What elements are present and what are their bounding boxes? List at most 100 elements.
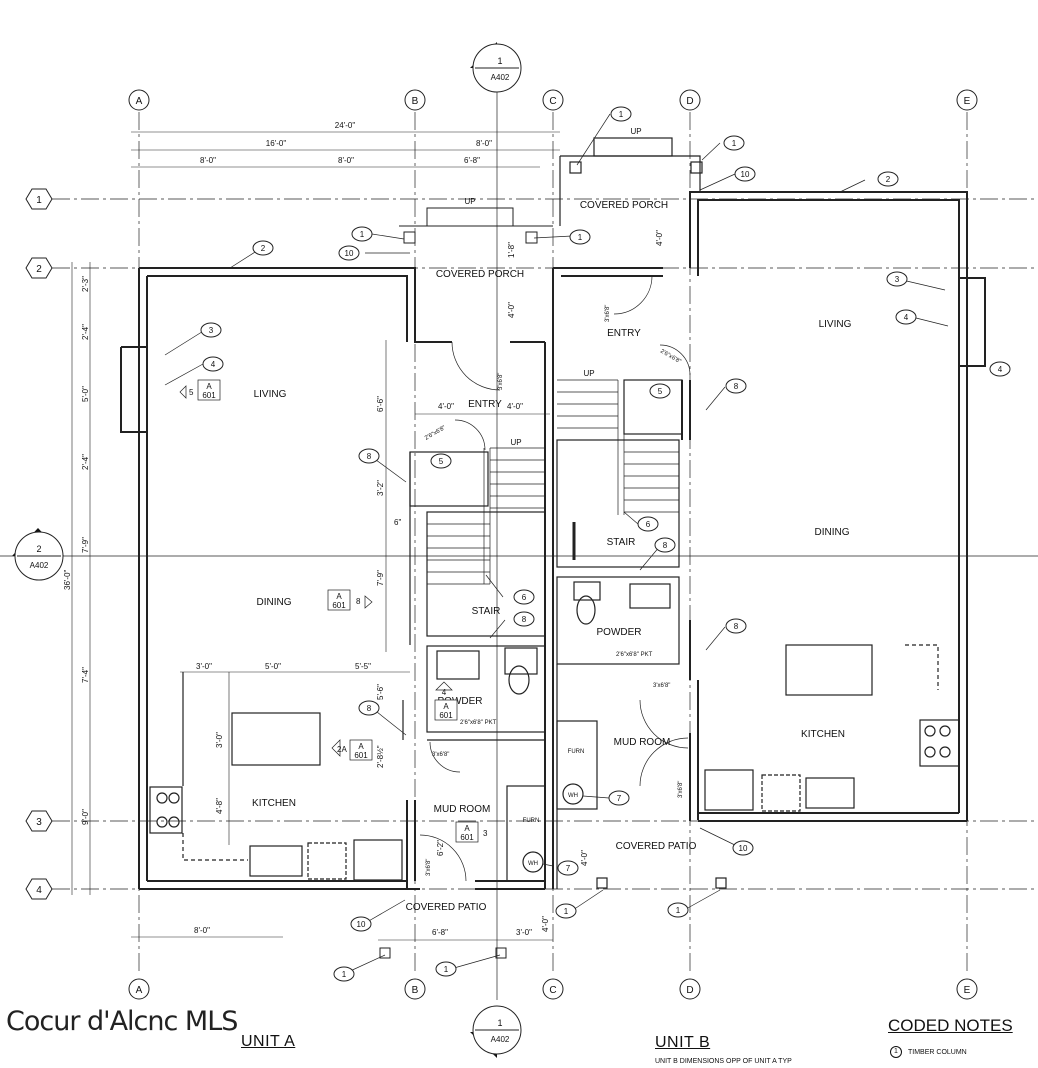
svg-text:UP: UP (510, 438, 521, 447)
svg-text:1: 1 (342, 970, 347, 979)
svg-text:5'-0": 5'-0" (265, 662, 281, 671)
grid-bubbles: A B C D E A B C D E 1 2 3 4 (25, 89, 978, 1000)
room-living-b: LIVING (819, 319, 852, 330)
coded-note-number: 1 (890, 1046, 902, 1058)
grid-bubble-4: 4 (25, 878, 53, 900)
svg-text:601: 601 (460, 833, 474, 842)
svg-text:D: D (686, 96, 693, 107)
keynote-8: 8 (725, 378, 747, 394)
keynote-1: 1 (667, 902, 689, 918)
grid-bubble-1: 1 (25, 188, 53, 210)
section-marker-bottom: 1 A402 (470, 1005, 522, 1058)
room-patio-a: COVERED PATIO (406, 902, 487, 913)
svg-text:7: 7 (617, 794, 622, 803)
svg-text:10: 10 (741, 170, 750, 179)
svg-text:7'-9": 7'-9" (376, 570, 385, 586)
svg-text:A: A (136, 96, 143, 107)
grid-bubble-E-bottom: E (956, 978, 978, 1000)
keynote-8: 8 (725, 618, 747, 634)
svg-text:B: B (412, 985, 419, 996)
keynote-3: 3 (886, 271, 908, 287)
svg-text:3'x6'8": 3'x6'8" (498, 373, 504, 390)
svg-text:3: 3 (209, 326, 214, 335)
svg-text:3'x6'8": 3'x6'8" (432, 752, 449, 758)
svg-text:5: 5 (658, 387, 663, 396)
svg-text:4'-0": 4'-0" (541, 916, 550, 932)
svg-text:A402: A402 (491, 73, 510, 82)
keynote-10: 10 (732, 840, 754, 856)
keynote-8: 8 (513, 611, 535, 627)
svg-text:A: A (358, 742, 364, 751)
room-mudroom-b: MUD ROOM (614, 737, 671, 748)
svg-text:5'-0": 5'-0" (81, 386, 90, 402)
svg-text:6'-2": 6'-2" (436, 840, 445, 856)
svg-text:601: 601 (439, 711, 453, 720)
room-stair-a: STAIR (472, 606, 501, 617)
svg-text:601: 601 (354, 751, 368, 760)
svg-text:1'-8": 1'-8" (507, 242, 516, 258)
room-kitchen-b: KITCHEN (801, 729, 845, 740)
svg-text:4: 4 (211, 360, 216, 369)
grid-bubble-B-top: B (404, 89, 426, 111)
svg-text:5: 5 (189, 388, 194, 397)
svg-text:8: 8 (663, 541, 668, 550)
room-porch-a: COVERED PORCH (436, 269, 524, 280)
keynote-1: 1 (610, 106, 632, 122)
fixture-labels: UP UP UP UP FURN FURN WH WH (464, 127, 641, 867)
svg-text:8'-0": 8'-0" (476, 139, 492, 148)
keynote-8: 8 (358, 700, 380, 716)
keynote-4: 4 (895, 309, 917, 325)
svg-text:8: 8 (522, 615, 527, 624)
room-dining-b: DINING (815, 527, 850, 538)
svg-text:2'-4": 2'-4" (81, 454, 90, 470)
svg-text:A: A (136, 985, 143, 996)
grid-bubble-3: 3 (25, 810, 53, 832)
keynote-10: 10 (350, 916, 372, 932)
unit-b-walls (553, 191, 986, 822)
svg-text:10: 10 (739, 844, 748, 853)
grid-bubble-A-bottom: A (128, 978, 150, 1000)
svg-text:FURN: FURN (568, 749, 585, 755)
svg-text:24'-0": 24'-0" (335, 121, 356, 130)
svg-text:5'-5": 5'-5" (355, 662, 371, 671)
svg-text:4: 4 (998, 365, 1003, 374)
svg-text:UP: UP (583, 369, 594, 378)
svg-text:B: B (412, 96, 419, 107)
svg-text:4'-0": 4'-0" (438, 402, 454, 411)
detail-tag-dining: A 601 8 (327, 589, 373, 611)
svg-text:10: 10 (345, 249, 354, 258)
svg-text:6: 6 (522, 593, 527, 602)
unit-a-porch (379, 207, 553, 959)
svg-text:8: 8 (367, 452, 372, 461)
grid-bubble-C-bottom: C (542, 978, 564, 1000)
detail-tag-kitchen: 2A A 601 (331, 739, 373, 761)
svg-text:1: 1 (676, 906, 681, 915)
room-entry-a: ENTRY (468, 399, 502, 410)
svg-text:E: E (964, 985, 971, 996)
svg-text:2: 2 (261, 244, 266, 253)
tag-leaders (164, 113, 949, 973)
svg-text:8: 8 (734, 382, 739, 391)
svg-text:2'-8½": 2'-8½" (376, 745, 385, 768)
keynote-1: 1 (555, 903, 577, 919)
interior-dimensions: 6'-6" 3'-2" 7'-9" 6" 4'-0" 4'-0" 1'-8" 4… (194, 230, 664, 937)
svg-text:1: 1 (497, 1018, 502, 1028)
keynote-1: 1 (569, 229, 591, 245)
keynote-10: 10 (338, 245, 360, 261)
svg-text:5: 5 (439, 457, 444, 466)
svg-text:A: A (443, 702, 449, 711)
svg-text:6'-8": 6'-8" (432, 928, 448, 937)
detail-tag-powder: 4 A 601 (434, 681, 458, 721)
svg-text:3'x6'8": 3'x6'8" (678, 781, 684, 798)
coded-note-item: 1 TIMBER COLUMN (890, 1046, 967, 1058)
svg-text:1: 1 (578, 233, 583, 242)
room-powder-b: POWDER (597, 627, 642, 638)
svg-text:2'6"x6'8": 2'6"x6'8" (424, 425, 447, 442)
keynote-bubbles: 1 1 10 2 2 1 1 10 3 4 4 3 4 5 8 5 8 6 8 … (200, 106, 1011, 982)
svg-text:4: 4 (36, 885, 42, 896)
svg-text:10: 10 (357, 920, 366, 929)
svg-text:6: 6 (646, 520, 651, 529)
svg-text:4'-0": 4'-0" (580, 850, 589, 866)
svg-text:A402: A402 (30, 561, 49, 570)
svg-text:3: 3 (36, 817, 42, 828)
